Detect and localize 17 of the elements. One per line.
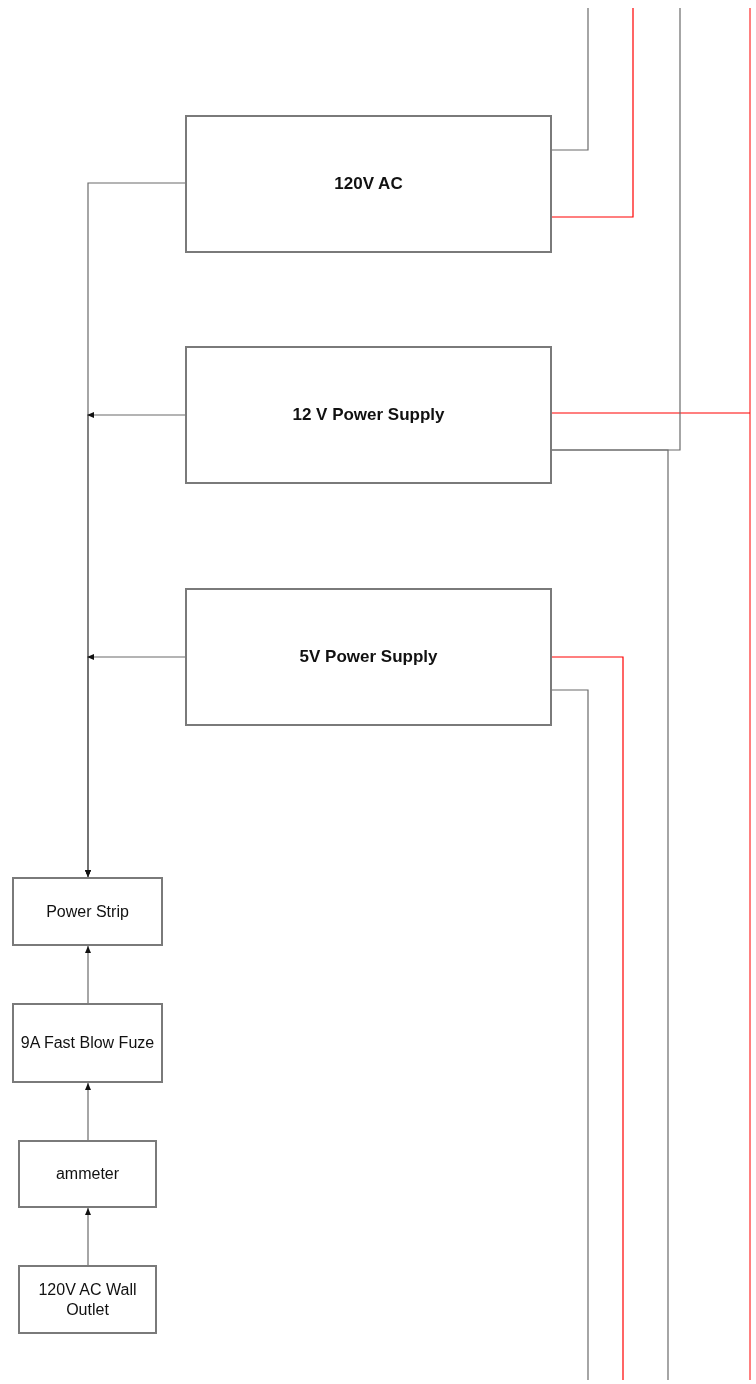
arrow xyxy=(85,654,186,878)
wire xyxy=(551,7,634,218)
arrow xyxy=(85,945,91,1004)
component-box: ammeter xyxy=(18,1140,157,1208)
wire xyxy=(551,412,751,414)
power-block: 120V AC xyxy=(185,115,552,253)
arrow xyxy=(85,1207,91,1266)
wire xyxy=(551,656,624,1381)
component-box: Power Strip xyxy=(12,877,163,946)
wire xyxy=(551,689,589,1381)
power-block: 5V Power Supply xyxy=(185,588,552,726)
component-box: 9A Fast Blow Fuze xyxy=(12,1003,163,1083)
arrow xyxy=(85,1082,91,1141)
wire xyxy=(551,7,589,151)
component-box: 120V AC Wall Outlet xyxy=(18,1265,157,1334)
power-block: 12 V Power Supply xyxy=(185,346,552,484)
wire xyxy=(551,449,669,1381)
